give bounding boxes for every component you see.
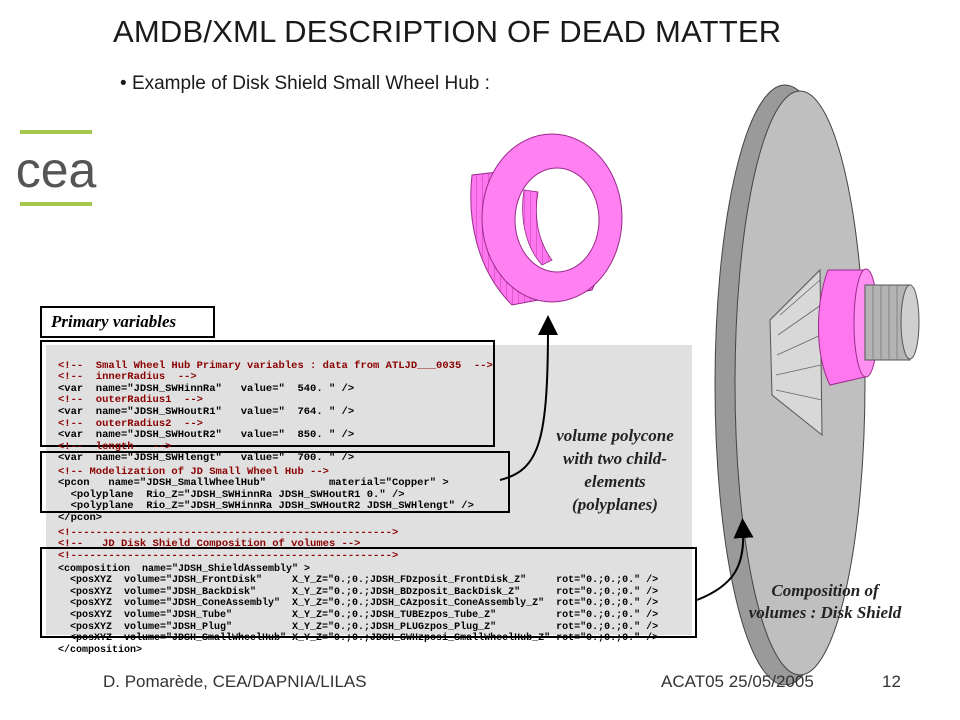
code-primary-variables: <!-- Small Wheel Hub Primary variables :… (58, 349, 493, 465)
annotation-line: volumes : Disk Shield (748, 603, 902, 622)
code-line: <posXYZ volume="JDSH_SmallWheelHub" X_Y_… (58, 633, 659, 645)
cea-logo: cea (10, 125, 102, 220)
code-line: <var name="JDSH_SWHlengt" value=" 700. "… (58, 452, 355, 465)
code-line: <posXYZ volume="JDSH_ConeAssembly" X_Y_Z… (58, 598, 659, 610)
footer-page-number: 12 (882, 672, 901, 691)
footer-event: ACAT05 25/05/2005 (661, 672, 814, 691)
code-line: <!--------------------------------------… (58, 549, 399, 562)
code-line: <posXYZ volume="JDSH_Tube" X_Y_Z="0.;0.;… (58, 609, 659, 621)
xml-code-block (46, 345, 692, 635)
code-line: </composition> (58, 644, 143, 656)
code-line: <!-- innerRadius --> (58, 371, 197, 384)
annotation-line: (polyplanes) (572, 495, 658, 514)
logo-text: cea (16, 142, 97, 198)
code-composition: <composition name="JDSH_ShieldAssembly" … (58, 552, 658, 656)
code-line: <composition name="JDSH_ShieldAssembly" … (58, 563, 311, 575)
code-line: <!-- length --> (58, 440, 172, 453)
code-line: <posXYZ volume="JDSH_BackDisk" X_Y_Z="0.… (58, 586, 659, 598)
bullet-text: Example of Disk Shield Small Wheel Hub : (131, 73, 490, 94)
composition-box (40, 547, 697, 638)
small-wheel-hub-image (470, 133, 623, 306)
primary-variables-label: Primary variables (40, 306, 215, 338)
code-line: <!-- outerRadius1 --> (58, 394, 203, 407)
code-line: <posXYZ volume="JDSH_Plug" X_Y_Z="0.;0.;… (58, 621, 659, 633)
code-line: <pcon name="JDSH_SmallWheelHub" material… (58, 477, 449, 490)
code-line: <var name="JDSH_SWHoutR1" value=" 764. "… (58, 405, 355, 418)
annotation-line: with two child- (563, 449, 667, 468)
code-separator: <!--------------------------------------… (58, 516, 398, 562)
code-polycone: <!-- Modelization of JD Small Wheel Hub … (58, 455, 474, 525)
code-line: <polyplane Rio_Z="JDSH_SWHinnRa JDSH_SWH… (58, 500, 474, 513)
code-line: <!-- Small Wheel Hub Primary variables :… (58, 359, 493, 372)
code-line: <posXYZ volume="JDSH_FrontDisk" X_Y_Z="0… (58, 575, 659, 587)
bullet-item: • Example of Disk Shield Small Wheel Hub… (120, 73, 490, 94)
annotation-composition: Composition of volumes : Disk Shield (715, 580, 935, 624)
annotation-line: volume polycone (556, 426, 674, 445)
code-line: <polyplane Rio_Z="JDSH_SWHinnRa JDSH_SWH… (58, 488, 405, 501)
annotation-polycone: volume polycone with two child- elements… (525, 424, 705, 516)
slide-title: AMDB/XML DESCRIPTION OF DEAD MATTER (113, 14, 782, 49)
disk-shield-image (714, 84, 920, 685)
polycone-box (40, 451, 510, 513)
code-line: <!-- Modelization of JD Small Wheel Hub … (58, 465, 329, 478)
annotation-line: Composition of (771, 581, 879, 600)
code-line: </pcon> (58, 511, 103, 524)
primary-variables-box (40, 340, 495, 447)
footer-author: D. Pomarède, CEA/DAPNIA/LILAS (103, 672, 367, 691)
annotation-line: elements (584, 472, 646, 491)
code-line: <!-- outerRadius2 --> (58, 417, 203, 430)
code-line: <var name="JDSH_SWHoutR2" value=" 850. "… (58, 429, 355, 442)
code-line: <!--------------------------------------… (58, 526, 399, 539)
code-line: <var name="JDSH_SWHinnRa" value=" 540. "… (58, 382, 355, 395)
code-line: <!-- JD Disk Shield Composition of volum… (58, 538, 361, 551)
